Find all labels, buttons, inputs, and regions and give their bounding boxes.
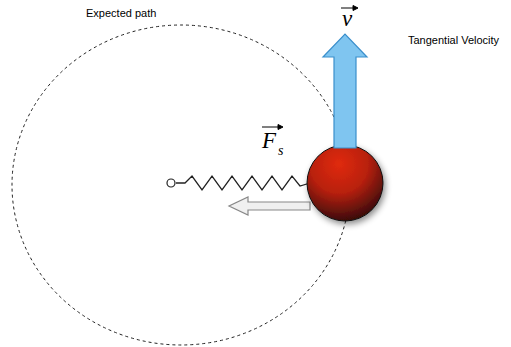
- force-symbol: F: [262, 128, 276, 153]
- vector-marks: [262, 6, 358, 130]
- velocity-arrow: [323, 34, 367, 148]
- ball: [307, 145, 383, 221]
- force-subscript: s: [278, 143, 283, 158]
- pivot: [167, 179, 175, 187]
- force-arrow: [229, 197, 310, 215]
- velocity-label: Tangential Velocity: [408, 34, 499, 46]
- velocity-symbol: v: [342, 6, 352, 31]
- path-label: Expected path: [86, 7, 156, 19]
- spring: [176, 176, 310, 190]
- expected-path: [12, 25, 350, 345]
